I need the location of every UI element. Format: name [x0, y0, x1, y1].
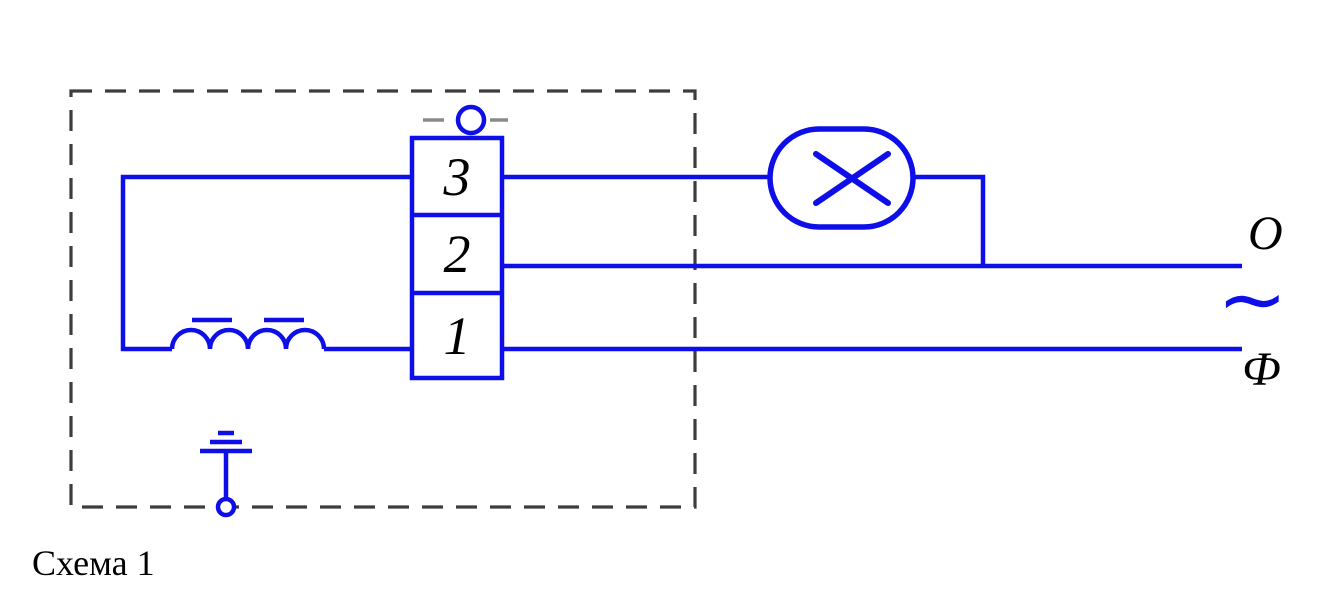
- wire-lamp-to-neutral: [911, 174, 986, 264]
- phase-label: Ф: [1242, 343, 1281, 396]
- lamp-cross-icon: [813, 151, 891, 206]
- ac-symbol: ∼: [1217, 255, 1288, 345]
- ground-terminal-circle-icon: [215, 496, 237, 518]
- connection-point-icon: [455, 104, 487, 136]
- terminal-block: [409, 135, 505, 381]
- terminal-block-dividers: [412, 212, 502, 296]
- lamp-icon: [767, 126, 916, 230]
- diagram-caption: Схема 1: [32, 543, 155, 583]
- inductor-coil-icon: [169, 327, 327, 350]
- neutral-label: O: [1248, 207, 1283, 260]
- enclosure-dashed-border-icon: [69, 89, 697, 509]
- wire-terminal3-left-loop: [120, 174, 412, 352]
